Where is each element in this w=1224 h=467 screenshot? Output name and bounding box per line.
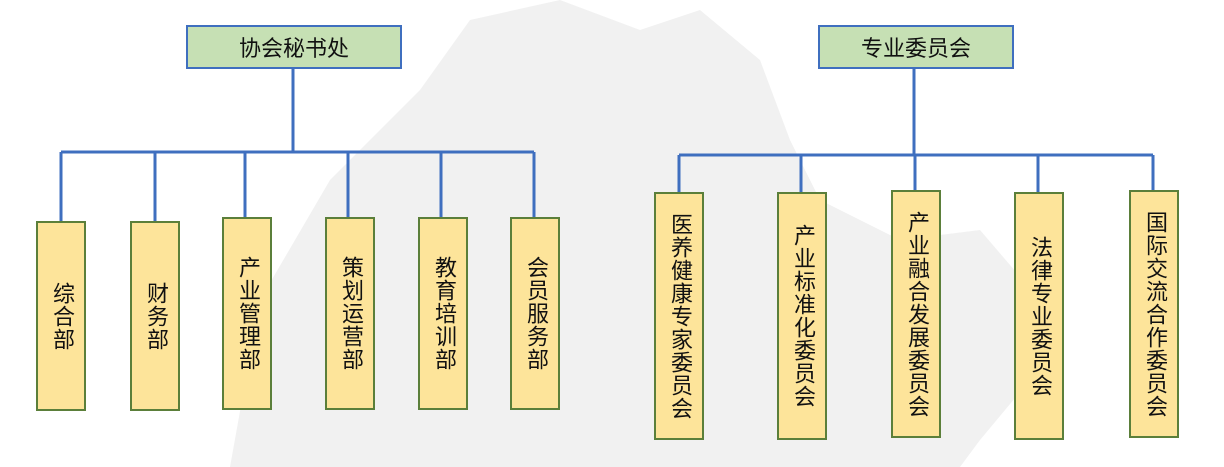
unit-label: 法律专业委员会 — [1027, 235, 1052, 397]
unit-label: 综合部 — [49, 281, 74, 351]
secretariat-title: 协会秘书处 — [238, 37, 349, 62]
unit-box-integration-development-committee: 产业融合发展委员会 — [891, 190, 941, 438]
unit-label: 策划运营部 — [338, 256, 363, 371]
committees-title: 专业委员会 — [860, 37, 971, 62]
unit-label: 会员服务部 — [523, 256, 548, 371]
unit-label: 产业管理部 — [235, 256, 260, 371]
unit-box-international-exchange-committee: 国际交流合作委员会 — [1129, 190, 1179, 438]
unit-label: 国际交流合作委员会 — [1142, 210, 1167, 418]
unit-box-standardization-committee: 产业标准化委员会 — [777, 192, 827, 440]
unit-box-planning-operations: 策划运营部 — [325, 217, 375, 410]
unit-box-general: 综合部 — [36, 221, 86, 411]
secretariat-head-box: 协会秘书处 — [186, 25, 402, 69]
unit-label: 产业融合发展委员会 — [904, 210, 929, 418]
unit-box-legal-committee: 法律专业委员会 — [1014, 192, 1064, 440]
unit-box-finance: 财务部 — [130, 221, 180, 411]
unit-label: 财务部 — [143, 281, 168, 351]
unit-label: 产业标准化委员会 — [790, 224, 815, 408]
committees-head-box: 专业委员会 — [818, 25, 1014, 69]
unit-box-health-experts-committee: 医养健康专家委员会 — [654, 192, 704, 440]
unit-label: 医养健康专家委员会 — [667, 212, 692, 420]
unit-box-education-training: 教育培训部 — [418, 217, 468, 410]
unit-label: 教育培训部 — [431, 256, 456, 371]
unit-box-member-services: 会员服务部 — [510, 217, 560, 410]
unit-box-industry-management: 产业管理部 — [222, 217, 272, 410]
